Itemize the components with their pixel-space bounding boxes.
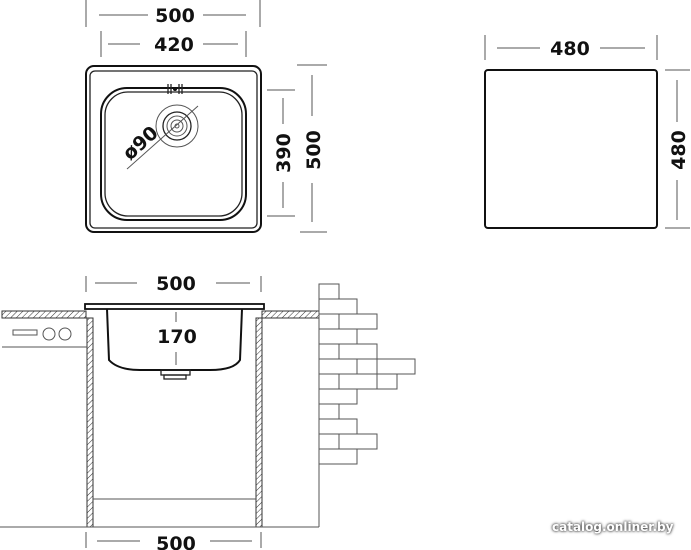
dim-bowl-length: 390 (273, 133, 295, 173)
brick (318, 298, 358, 315)
brick (318, 343, 340, 360)
brick (318, 388, 358, 405)
brick (318, 283, 340, 300)
dim-cutout-width: 480 (550, 38, 590, 60)
dim-overall-width: 500 (155, 5, 195, 27)
brick (318, 328, 358, 345)
brick (318, 373, 340, 390)
sink-top-view: 500 420 ø90 390 (85, 0, 327, 233)
brick (338, 313, 378, 330)
dim-cabinet-width: 500 (156, 533, 196, 550)
dim-bowl-depth: 170 (157, 326, 197, 348)
dim-overall-length: 500 (303, 130, 325, 170)
overflow-icon (167, 84, 183, 94)
brick-wall (318, 283, 416, 527)
brick (318, 448, 358, 465)
dim-bowl-width: 420 (154, 34, 194, 56)
brick (318, 418, 358, 435)
brick (376, 373, 398, 390)
appliance-panel (2, 327, 87, 348)
cutout-view: 480 480 (484, 35, 690, 229)
brick (356, 358, 378, 375)
dim-rim-width: 500 (156, 273, 196, 295)
dim-cutout-length: 480 (668, 130, 690, 170)
brick (318, 403, 340, 420)
brick (338, 433, 378, 450)
brick (376, 358, 416, 375)
brick (338, 343, 378, 360)
brick (318, 313, 340, 330)
section-view: 500 170 500 (0, 273, 416, 550)
brick (318, 358, 358, 375)
watermark: catalog.onliner.by (552, 520, 674, 534)
brick (318, 433, 340, 450)
brick (338, 373, 378, 390)
